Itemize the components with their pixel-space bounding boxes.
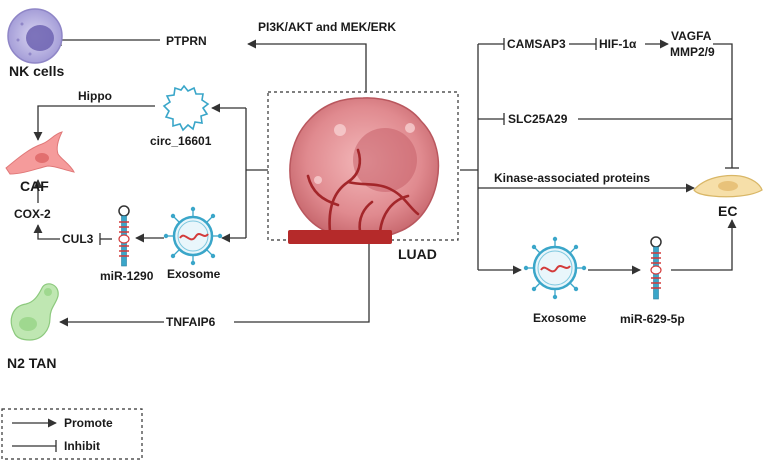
ec-cell-icon [693,174,763,198]
luad-label: LUAD [398,246,437,262]
mir-629-label: miR-629-5p [620,312,685,326]
ec-label: EC [718,203,737,219]
n2-tan-label: N2 TAN [7,355,57,371]
kinase-label: Kinase-associated proteins [494,171,650,185]
blood-vessel-bar [288,230,392,244]
mmp-label: MMP2/9 [670,45,715,59]
caf-cell-icon [5,131,75,175]
connector-lines [33,34,739,327]
nk-cells-label: NK cells [9,63,64,79]
ptprn-label: PTPRN [166,34,207,48]
legend-box [1,408,143,460]
legend-inhibit-label: Inhibit [64,439,100,453]
hif1a-label: HIF-1α [599,37,637,51]
exosome-left-label: Exosome [167,267,221,281]
camsap3-label: CAMSAP3 [507,37,566,51]
luad-tumor-illustration: LUAD [267,91,459,262]
exosome-right-icon [523,236,587,300]
legend-promote-label: Promote [64,416,113,430]
tnfaip6-label: TNFAIP6 [166,315,216,329]
vagfa-label: VAGFA [671,29,712,43]
nk-cell-icon [7,8,63,64]
mir-1290-icon [118,205,130,267]
mir-1290-label: miR-1290 [100,269,154,283]
legend: Promote Inhibit [1,408,143,460]
mir-629-icon [650,236,662,300]
caf-label: CAF [20,178,49,194]
circ-rna-icon [162,84,210,132]
pathway-label: PI3K/AKT and MEK/ERK [258,20,396,34]
tumor-nucleus [353,128,417,192]
circ-16601-label: circ_16601 [150,134,212,148]
cox2-label: COX-2 [14,207,51,221]
slc25a29-label: SLC25A29 [508,112,568,126]
hippo-label: Hippo [78,89,112,103]
exosome-left-icon [163,206,223,266]
exosome-right-label: Exosome [533,311,587,325]
tumor-vessels [306,148,420,234]
n2-tan-cell-icon [10,283,59,341]
cul3-label: CUL3 [62,232,94,246]
